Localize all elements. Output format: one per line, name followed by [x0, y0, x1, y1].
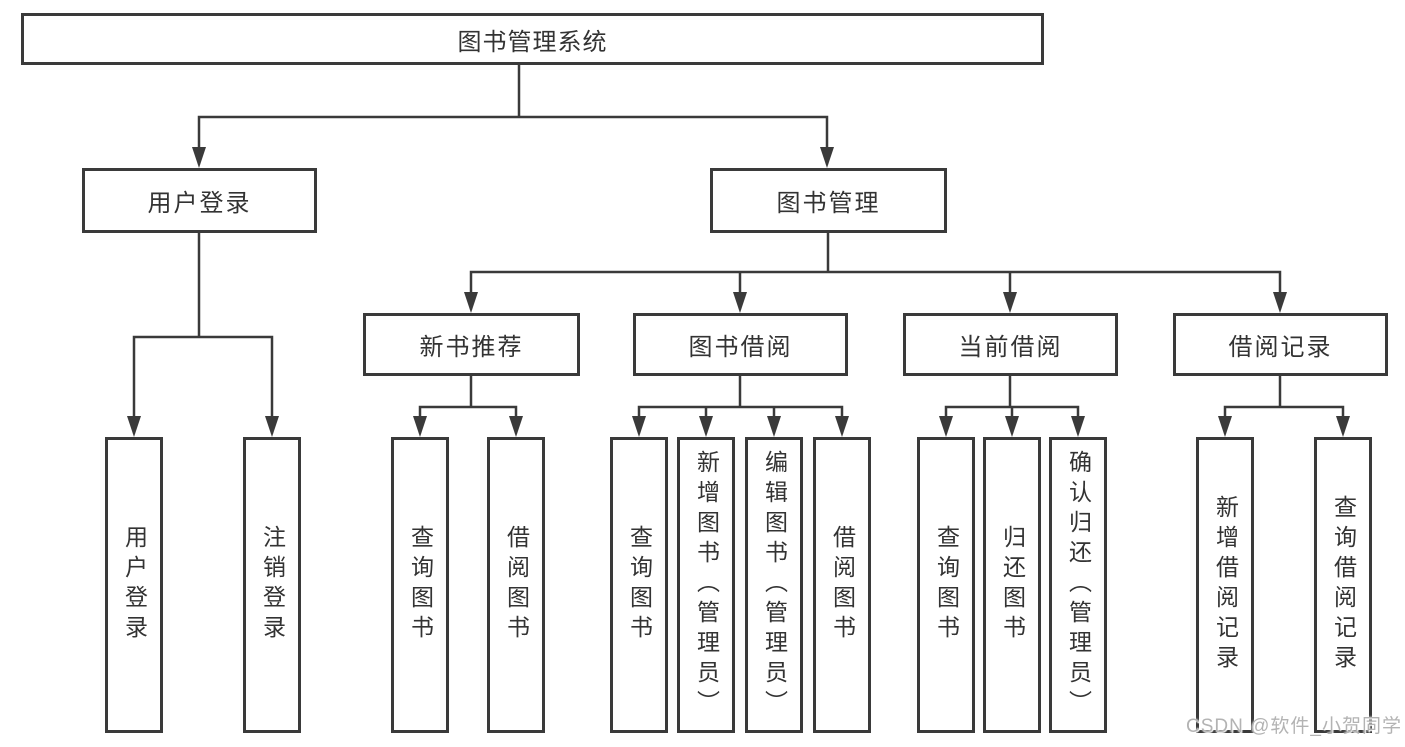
- node-user-login: 用户登录: [82, 168, 317, 233]
- node-label: 图书借阅: [688, 334, 793, 361]
- node-library-management-system: 图书管理系统: [21, 13, 1044, 65]
- node-label: 借阅记录: [1228, 334, 1333, 361]
- node-label: 查询图书: [933, 525, 960, 645]
- leaf-confirm-return-admin: 确认归还（管理员）: [1049, 437, 1107, 733]
- leaf-query-books-recommend: 查询图书: [391, 437, 449, 733]
- node-current-borrowing: 当前借阅: [903, 313, 1118, 376]
- leaf-add-borrow-record: 新增借阅记录: [1196, 437, 1254, 733]
- arrowheads: [127, 147, 1350, 437]
- node-book-borrowing: 图书借阅: [633, 313, 848, 376]
- node-label: 归还图书: [999, 525, 1026, 645]
- leaf-borrow-books: 借阅图书: [813, 437, 871, 733]
- leaf-user-login: 用户登录: [105, 437, 163, 733]
- csdn-watermark: CSDN @软件_小贺同学: [1186, 716, 1402, 737]
- node-label: 确认归还（管理员）: [1065, 450, 1092, 720]
- node-label: 用户登录: [121, 525, 148, 645]
- leaf-query-borrow-record: 查询借阅记录: [1314, 437, 1372, 733]
- node-label: 查询借阅记录: [1330, 495, 1357, 675]
- node-label: 编辑图书（管理员）: [761, 450, 788, 720]
- node-label: 查询图书: [407, 525, 434, 645]
- node-label: 注销登录: [259, 525, 286, 645]
- node-book-management: 图书管理: [710, 168, 947, 233]
- leaf-edit-book-admin: 编辑图书（管理员）: [745, 437, 803, 733]
- leaf-borrow-books-recommend: 借阅图书: [487, 437, 545, 733]
- node-label: 用户登录: [147, 190, 252, 217]
- leaf-return-book: 归还图书: [983, 437, 1041, 733]
- node-label: 新增图书（管理员）: [693, 450, 720, 720]
- node-label: 图书管理: [776, 190, 881, 217]
- leaf-add-book-admin: 新增图书（管理员）: [677, 437, 735, 733]
- leaf-query-books-current: 查询图书: [917, 437, 975, 733]
- node-label: 借阅图书: [829, 525, 856, 645]
- node-label: 图书管理系统: [457, 28, 608, 56]
- leaf-logout: 注销登录: [243, 437, 301, 733]
- leaf-query-books-borrow: 查询图书: [610, 437, 668, 733]
- node-label: 当前借阅: [958, 334, 1063, 361]
- node-new-book-recommendation: 新书推荐: [363, 313, 580, 376]
- node-label: 借阅图书: [503, 525, 530, 645]
- node-label: 新书推荐: [419, 334, 524, 361]
- node-label: 查询图书: [626, 525, 653, 645]
- node-borrowing-records: 借阅记录: [1173, 313, 1388, 376]
- node-label: 新增借阅记录: [1212, 495, 1239, 675]
